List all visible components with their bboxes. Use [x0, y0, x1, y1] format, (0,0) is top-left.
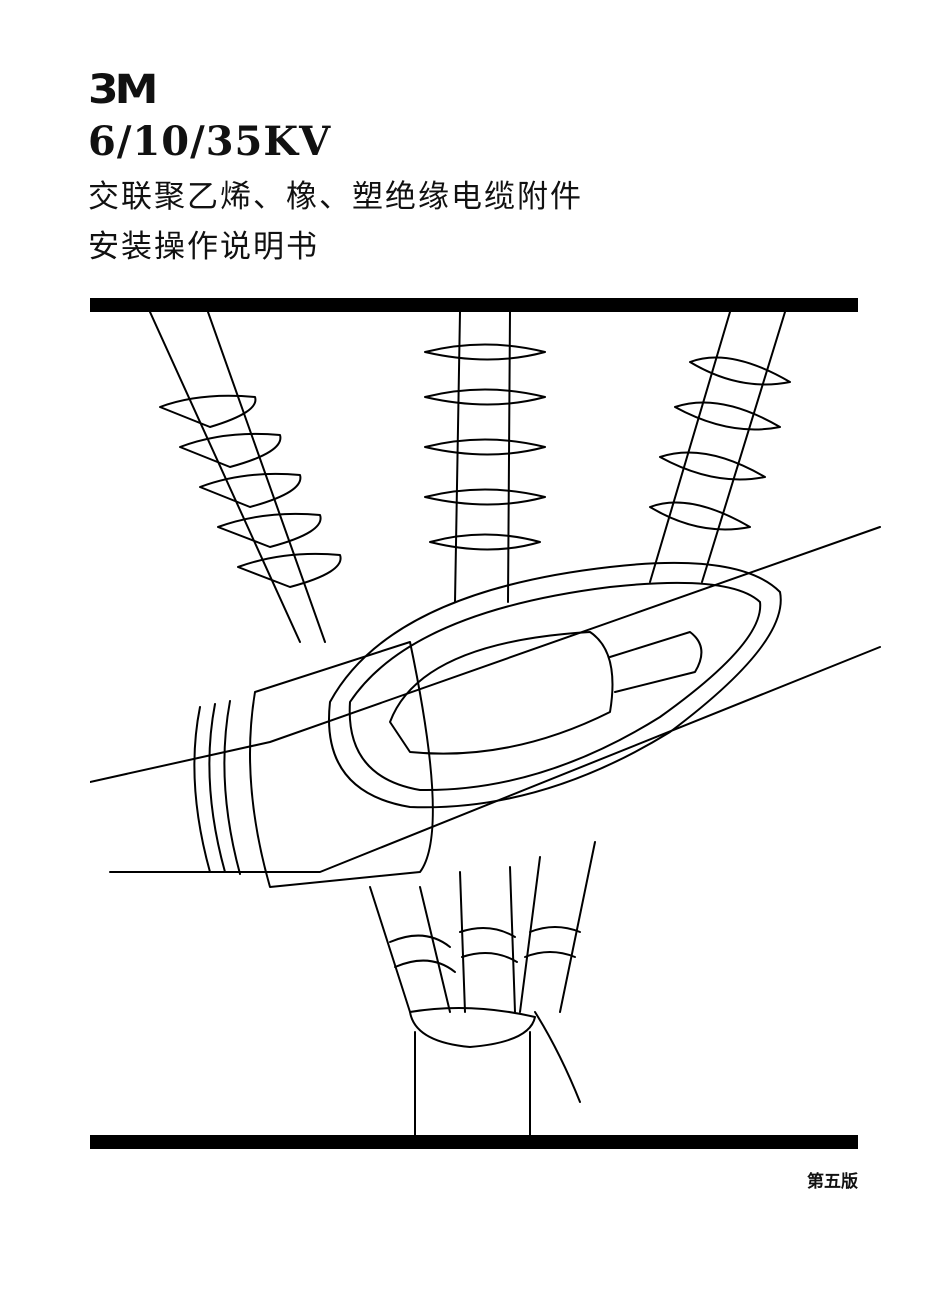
edition-label: 第五版 — [807, 1172, 858, 1192]
breakout-sleeve — [249, 641, 434, 888]
middle-insulator — [454, 312, 511, 603]
top-divider — [90, 298, 858, 312]
right-insulator-sheds — [649, 356, 791, 531]
bottom-divider — [90, 1135, 858, 1149]
conductor-lug — [609, 631, 703, 693]
voltage-heading: 6/10/35KV — [88, 118, 332, 165]
brand-logo: 3M — [88, 66, 158, 114]
cable-termination-illustration — [90, 312, 881, 1135]
main-cable-body — [90, 526, 881, 873]
bottom-trunk-cable — [414, 1031, 531, 1135]
stress-cone — [389, 631, 614, 755]
earth-braid — [534, 1011, 581, 1103]
left-insulator-sheds — [159, 394, 342, 588]
document-title-line2: 安装操作说明书 — [88, 229, 319, 265]
lower-leg-right — [519, 841, 596, 1013]
document-title-line1: 交联聚乙烯、橡、塑绝缘电缆附件 — [88, 179, 583, 215]
lower-leg-tape — [389, 926, 581, 973]
sleeve-rings — [193, 700, 241, 875]
cutaway-outline — [328, 561, 782, 809]
middle-insulator-sheds — [424, 343, 546, 551]
lower-leg-left — [369, 886, 451, 1013]
lower-leg-middle — [459, 866, 516, 1013]
left-insulator — [149, 312, 326, 643]
right-insulator — [649, 312, 786, 583]
